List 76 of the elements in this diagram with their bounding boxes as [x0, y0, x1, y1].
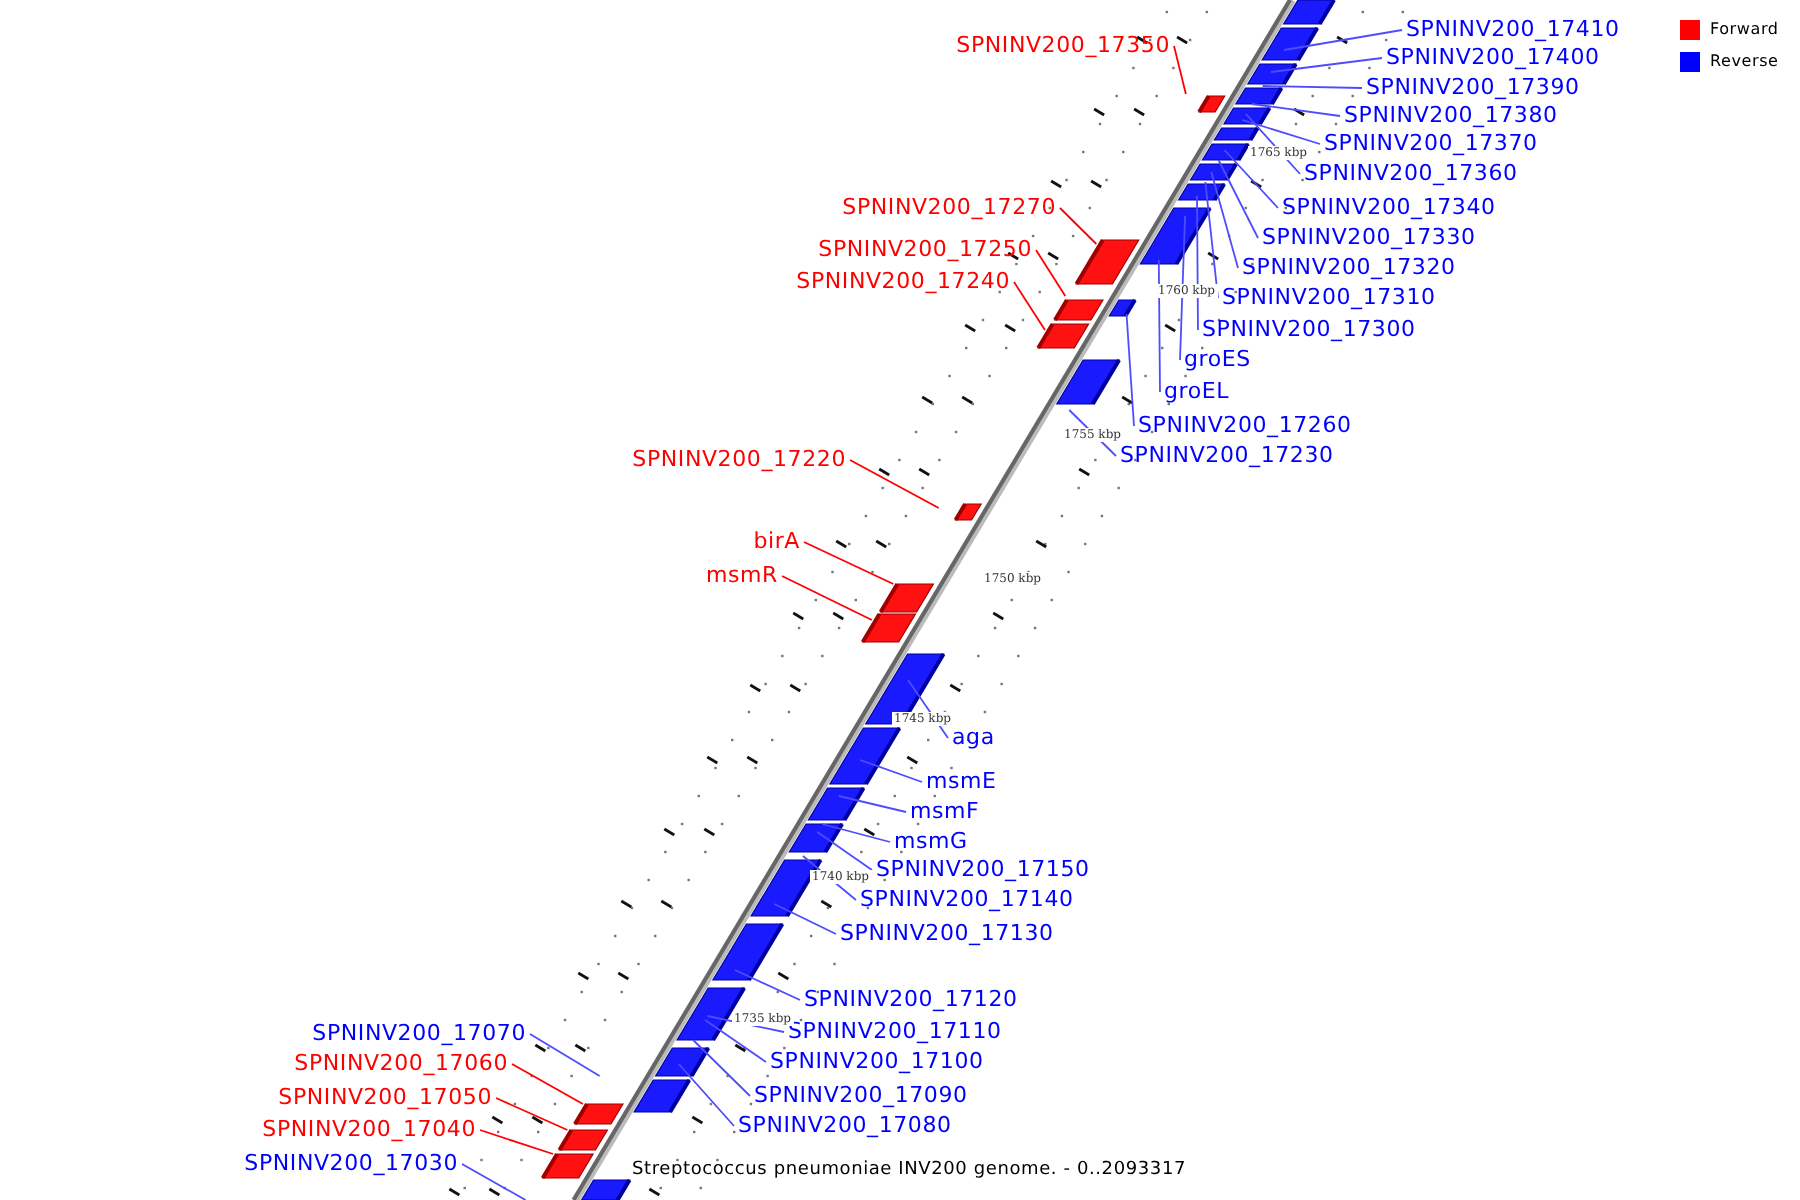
gene-label: SPNINV200_17090	[754, 1084, 968, 1108]
gene-label: birA	[753, 530, 800, 554]
gene-label: SPNINV200_17110	[788, 1020, 1002, 1044]
leader-line	[704, 1019, 767, 1063]
leader-line	[816, 831, 873, 871]
leader-line	[1173, 45, 1187, 95]
gene-label: msmE	[926, 770, 997, 794]
leader-line	[1179, 215, 1186, 361]
leader-line	[461, 1163, 527, 1200]
gene-label: SPNINV200_17390	[1366, 76, 1580, 100]
gene-label: SPNINV200_17410	[1406, 18, 1620, 42]
leader-line	[1261, 85, 1363, 89]
gene-label: SPNINV200_17130	[840, 922, 1054, 946]
leader-line	[734, 969, 801, 1001]
leader-line	[1251, 103, 1341, 117]
leader-line	[1059, 207, 1098, 245]
leader-line	[773, 903, 837, 935]
gene-label: SPNINV200_17100	[770, 1050, 984, 1074]
gene-label: SPNINV200_17140	[860, 888, 1074, 912]
gene-label: groEL	[1164, 380, 1230, 404]
gene-label: SPNINV200_17250	[818, 238, 1032, 262]
gene-label: SPNINV200_17030	[244, 1152, 458, 1176]
gene-label: SPNINV200_17230	[1120, 444, 1334, 468]
gene-label: SPNINV200_17260	[1138, 414, 1352, 438]
gene-label: SPNINV200_17350	[956, 34, 1170, 58]
leader-line	[781, 575, 873, 621]
leader-line	[849, 459, 940, 509]
gene-label: SPNINV200_17320	[1242, 256, 1456, 280]
gene-label: SPNINV200_17060	[294, 1052, 508, 1076]
gene-label: SPNINV200_17070	[312, 1022, 526, 1046]
leader-line	[1217, 159, 1259, 239]
leader-line	[837, 795, 907, 813]
leader-line	[511, 1063, 584, 1105]
caption: Streptococcus pneumoniae INV200 genome. - 0..2093317	[632, 1158, 1186, 1182]
gene-label: msmG	[894, 830, 968, 854]
leader-line	[1210, 171, 1239, 269]
leader-line	[479, 1129, 554, 1155]
gene-label: SPNINV200_17340	[1282, 196, 1496, 220]
legend-label: Forward	[1710, 18, 1779, 42]
leader-line	[803, 541, 895, 585]
gene-label: SPNINV200_17370	[1324, 132, 1538, 156]
gene-label: SPNINV200_17120	[804, 988, 1018, 1012]
leader-line	[1157, 259, 1161, 393]
leader-line	[1035, 249, 1067, 297]
leader-line	[859, 759, 923, 783]
leader-line	[677, 1063, 735, 1127]
gene-label: SPNINV200_17080	[738, 1114, 952, 1138]
gene-label: SPNINV200_17150	[876, 858, 1090, 882]
gene-label: SPNINV200_17040	[262, 1118, 476, 1142]
gene-label: SPNINV200_17300	[1202, 318, 1416, 342]
leader-line	[1283, 29, 1403, 51]
gene-label: SPNINV200_17270	[842, 196, 1056, 220]
gene-label: SPNINV200_17330	[1262, 226, 1476, 250]
gene-label: SPNINV200_17360	[1304, 162, 1518, 186]
leader-line	[1270, 57, 1383, 73]
leader-line	[821, 823, 891, 843]
gene-label: msmF	[910, 800, 980, 824]
leader-line	[495, 1097, 569, 1131]
gene-label: SPNINV200_17380	[1344, 104, 1558, 128]
gene-label: SPNINV200_17310	[1222, 286, 1436, 310]
legend-label: Reverse	[1710, 50, 1779, 74]
gene-label: aga	[952, 726, 995, 750]
gene-label: SPNINV200_17400	[1386, 46, 1600, 70]
leader-line	[1204, 181, 1219, 299]
leader-line	[529, 1033, 601, 1077]
leader-line	[1196, 195, 1199, 331]
leader-line	[1241, 119, 1321, 145]
leader-line	[1125, 313, 1135, 427]
gene-label: SPNINV200_17220	[632, 448, 846, 472]
gene-label: SPNINV200_17240	[796, 270, 1010, 294]
gene-label: SPNINV200_17050	[278, 1086, 492, 1110]
leader-line	[692, 1039, 751, 1097]
gene-label: groES	[1184, 348, 1251, 372]
leader-line	[1013, 281, 1046, 331]
gene-label: msmR	[705, 564, 778, 588]
leader-line	[1223, 149, 1279, 209]
